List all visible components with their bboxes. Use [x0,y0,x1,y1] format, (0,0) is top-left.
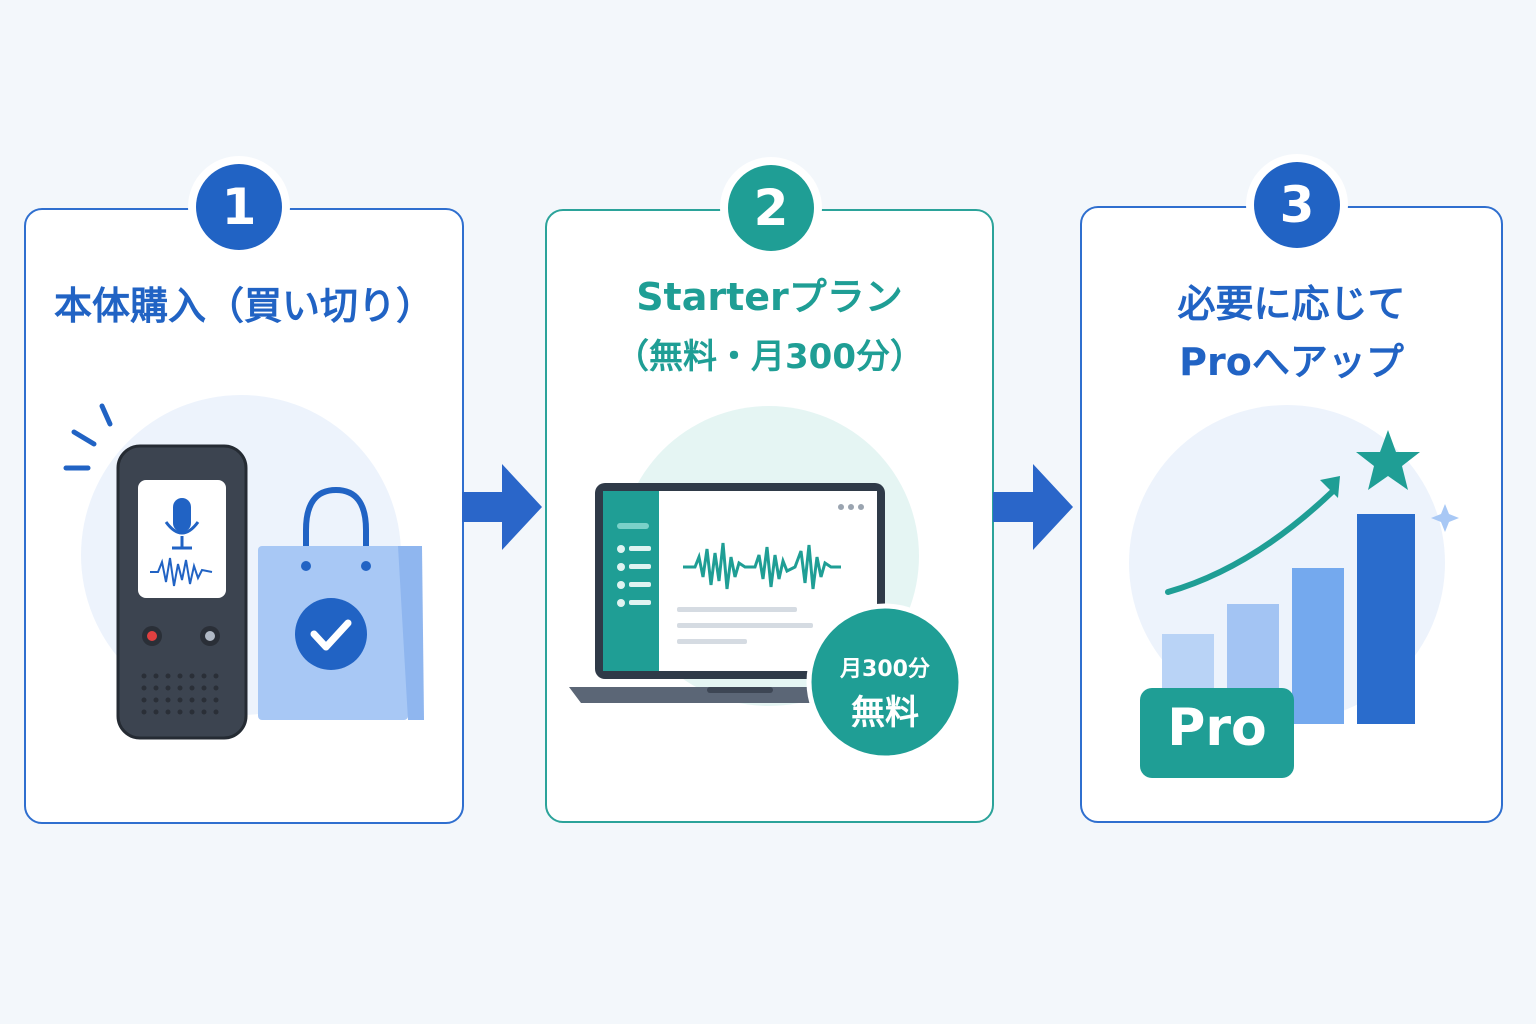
step-number-badge-3: 3 [1254,162,1340,248]
arrow-right-icon [462,464,542,550]
step-title-3-line2: Proへアップ [1179,340,1404,384]
step-title-3-line1: 必要に応じて [1177,282,1406,326]
recorder-purchase-illustration [63,395,424,740]
free-badge-label: 無料 [851,693,919,733]
upgrade-growth-illustration [1129,405,1459,778]
step-card-3: 3 必要に応じて Proへアップ Pro [1080,162,1503,823]
step-title-2-line2: （無料・月300分） [615,337,924,377]
step-number-badge-2: 2 [728,165,814,251]
pro-badge [1140,688,1294,778]
step-title-1: 本体購入（買い切り） [53,284,434,328]
step-card-1: 1 本体購入（買い切り） [24,164,464,824]
free-badge [806,603,964,761]
pro-badge-label: Pro [1167,698,1267,758]
free-badge-minutes: 月300分 [840,657,930,682]
star-icon [1356,430,1420,490]
sparkle-lines-icon [63,403,113,471]
arrow-head-icon [1320,476,1340,498]
arrow-right-icon [993,464,1073,550]
step-title-2-line1: Starterプラン [636,275,903,319]
step-number-badge-1: 1 [196,164,282,250]
laptop-icon [569,483,911,703]
step-card-2: 2 Starterプラン （無料・月300分） 月300分 無料 [545,165,994,823]
laptop-transcription-illustration [569,406,964,761]
voice-recorder-icon [116,444,248,740]
sparkle-icon [1431,504,1459,532]
shopping-bag-check-icon [258,486,424,720]
